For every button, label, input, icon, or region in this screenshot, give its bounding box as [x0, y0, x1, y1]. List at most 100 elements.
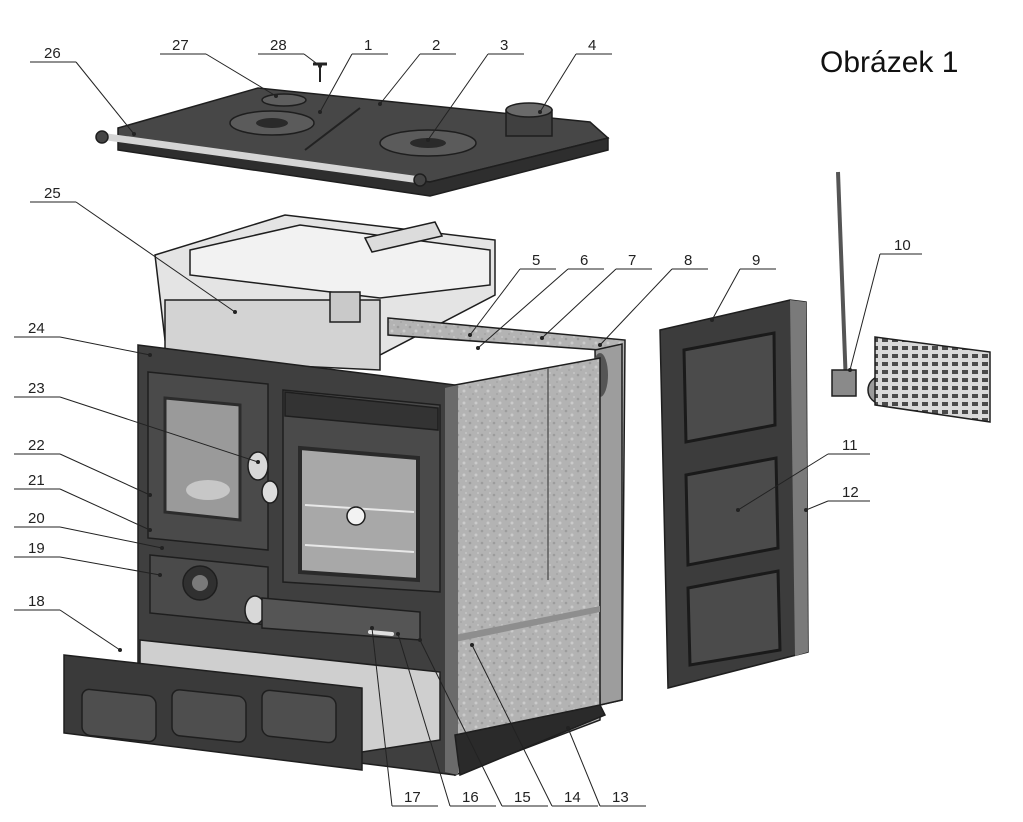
callout-leader-line: [599, 268, 673, 346]
callout-number: 23: [28, 380, 45, 397]
callout-number: 7: [628, 252, 636, 269]
callout-leader-line: [59, 609, 121, 651]
callout-anchor-dot: [598, 343, 602, 347]
callout-12: 12: [804, 484, 870, 512]
callout-leader-line: [419, 639, 503, 807]
inner-frame-bracket: [329, 291, 361, 323]
callout-28: 28: [258, 37, 322, 68]
callout-anchor-dot: [318, 110, 322, 114]
callout-anchor-dot: [736, 508, 740, 512]
callout-anchor-dot: [848, 368, 852, 372]
hotplate-small-lid: [261, 93, 307, 107]
callout-anchor-dot: [396, 632, 400, 636]
oven-shelf-lower: [304, 544, 415, 553]
callout-10: 10: [848, 237, 922, 372]
callout-number: 3: [500, 37, 508, 54]
towel-rail-end-left: [95, 130, 109, 144]
callout-leader-line: [737, 453, 829, 511]
callout-number: 20: [28, 510, 45, 527]
callout-anchor-dot: [538, 110, 542, 114]
callout-anchor-dot: [470, 643, 474, 647]
inner-frame-back-wall: [164, 299, 381, 371]
callout-leader-line: [75, 61, 135, 135]
callout-number: 11: [842, 437, 858, 454]
callout-leader-line: [59, 488, 151, 531]
callout-number: 12: [842, 484, 859, 501]
callout-24: 24: [14, 320, 152, 357]
towel-rail: [96, 132, 424, 184]
callout-leader-line: [319, 53, 353, 113]
callout-number: 5: [532, 252, 540, 269]
callout-21: 21: [14, 472, 152, 532]
callout-anchor-dot: [233, 310, 237, 314]
callout-anchor-dot: [370, 626, 374, 630]
drawer-front-recess-3: [261, 689, 337, 744]
callout-anchor-dot: [118, 648, 122, 652]
callout-number: 13: [612, 789, 629, 806]
air-rosette-center: [192, 575, 208, 591]
callout-number: 16: [462, 789, 479, 806]
callout-4: 4: [538, 37, 612, 114]
callout-number: 21: [28, 472, 45, 489]
callout-13: 13: [566, 726, 646, 807]
callout-25: 25: [30, 185, 237, 314]
callout-number: 22: [28, 437, 45, 454]
body-corner: [445, 385, 458, 775]
drawer-front-recess-2: [171, 689, 247, 743]
callout-anchor-dot: [158, 573, 162, 577]
callout-number: 10: [894, 237, 911, 254]
side-cover-edge: [790, 300, 808, 656]
callout-leader-line: [59, 453, 151, 496]
callout-7: 7: [540, 252, 652, 340]
oven-door-top-bar: [284, 391, 439, 431]
callout-leader-line: [59, 396, 259, 463]
callout-23: 23: [14, 380, 260, 464]
hotplate-ring-left-center: [256, 118, 288, 128]
callout-26: 26: [30, 45, 136, 136]
callout-14: 14: [470, 643, 598, 807]
callout-number: 19: [28, 540, 45, 557]
callout-number: 24: [28, 320, 45, 337]
callout-leader-line: [805, 500, 829, 511]
firebox-door-glass: [163, 396, 242, 522]
callout-leader-line: [59, 556, 161, 576]
callout-anchor-dot: [148, 493, 152, 497]
callout-anchor-dot: [566, 726, 570, 730]
callout-27: 27: [160, 37, 278, 98]
grate-plate: [874, 336, 991, 423]
hotplate-assembly: [95, 62, 610, 197]
callout-leader-line: [205, 53, 277, 97]
callout-anchor-dot: [160, 546, 164, 550]
callout-anchor-dot: [540, 336, 544, 340]
flue-collar-top: [505, 102, 553, 118]
damper-bracket: [831, 369, 857, 397]
callout-leader-line: [477, 268, 569, 349]
callout-9: 9: [710, 252, 776, 322]
callout-6: 6: [476, 252, 604, 350]
hotplate-edge: [117, 137, 609, 197]
callout-15: 15: [418, 638, 548, 807]
callout-2: 2: [378, 37, 456, 106]
callout-8: 8: [598, 252, 708, 347]
callout-number: 17: [404, 789, 421, 806]
callout-anchor-dot: [132, 132, 136, 136]
callout-leader-line: [849, 253, 881, 371]
callout-number: 1: [364, 37, 372, 54]
side-cover-recess-middle: [684, 456, 780, 567]
callout-number: 2: [432, 37, 440, 54]
hotplate-ring-right-center: [410, 138, 446, 148]
callout-leader-line: [59, 526, 163, 549]
callout-anchor-dot: [710, 318, 714, 322]
callout-11: 11: [736, 437, 870, 512]
oven-thermometer: [346, 506, 366, 526]
callout-anchor-dot: [256, 460, 260, 464]
firebox-flame-image: [186, 480, 230, 500]
figure-title: Obrázek 1: [820, 46, 958, 79]
callout-leader-line: [711, 268, 741, 321]
callout-anchor-dot: [378, 102, 382, 106]
side-cover-panel: [659, 299, 809, 689]
callout-22: 22: [14, 437, 152, 497]
callout-anchor-dot: [318, 64, 322, 68]
